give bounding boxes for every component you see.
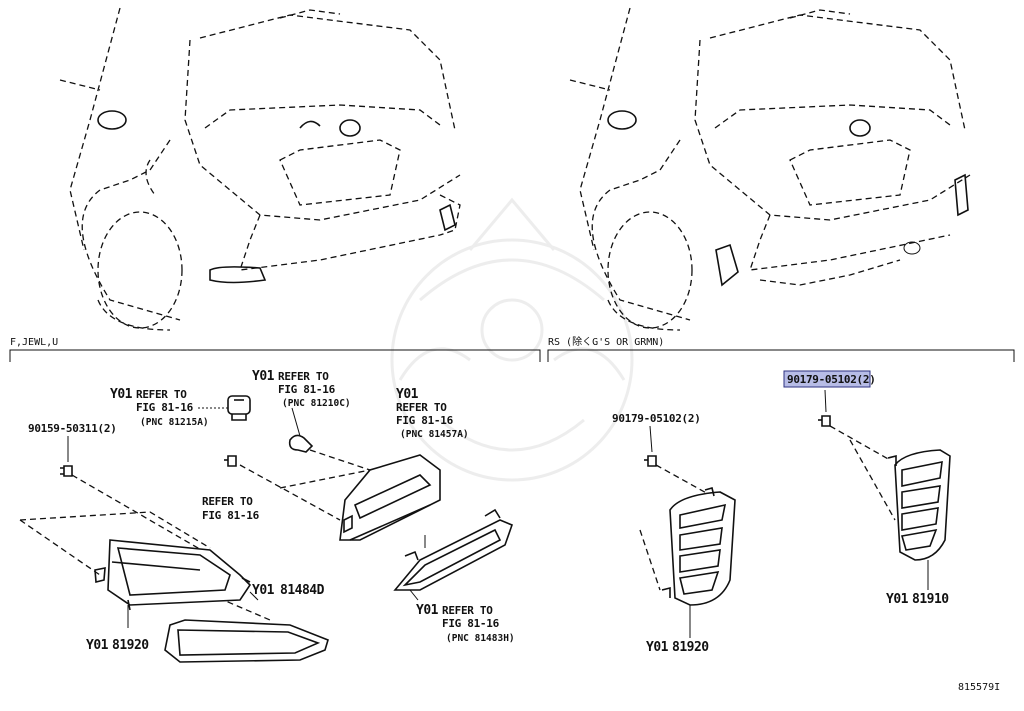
car-illustration-left (59, 7, 461, 331)
reflector-housing-part (339, 454, 441, 541)
section-label-left: F,JEWL,U (10, 337, 58, 348)
assembly-line-1 (71, 474, 211, 556)
callout-y01-b: Y01 (252, 369, 275, 384)
callout-fig-d: FIG 81-16 (202, 509, 260, 522)
assembly-line-2 (19, 519, 101, 576)
callout-refer-b: REFER TO (278, 370, 329, 383)
bulb-part (288, 434, 314, 453)
section-bracket-left (9, 349, 541, 362)
assembly-line-5 (279, 459, 421, 489)
side-vent-part-mid (661, 487, 736, 606)
callout-pnc-a: (PNC 81215A) (140, 417, 209, 428)
part-number-y0181920-left[interactable]: Y01 81920 (86, 638, 150, 653)
part-number-y0181910[interactable]: Y01 81910 (886, 592, 950, 607)
callout-pnc-b: (PNC 81210C) (282, 398, 351, 409)
callout-refer-c: REFER TO (396, 401, 447, 414)
callout-socket[interactable]: Y01 REFER TO FIG 81-16 (PNC 81215A) (110, 387, 209, 428)
part-number-y0181920-right[interactable]: Y01 81920 (646, 640, 710, 655)
callout-y01-c: Y01 (396, 387, 419, 402)
part-number-bolt-mid[interactable]: 90179-05102(2) (612, 412, 701, 425)
bolt-right (818, 415, 831, 427)
figure-number: 815579I (958, 682, 1000, 693)
leader-bezel (409, 589, 419, 601)
part-number-suffix-2: 81920 (112, 638, 149, 653)
part-number-bolt-right: 90179-05102(2) (787, 373, 876, 386)
reflector-lamp-left (94, 539, 252, 611)
callout-reflector-housing[interactable]: Y01 REFER TO FIG 81-16 (PNC 81457A) (396, 387, 469, 440)
part-number-suffix-4: 81910 (912, 592, 949, 607)
lamp-cover-part (164, 619, 329, 663)
leader-bulb (291, 407, 301, 437)
callout-bulb[interactable]: Y01 REFER TO FIG 81-16 (PNC 81210C) (252, 369, 351, 409)
section-bracket-right (547, 349, 1015, 362)
assembly-line-9 (639, 529, 661, 591)
bolt-center (224, 455, 237, 467)
assembly-line-11 (849, 439, 896, 521)
callout-fig-a: FIG 81-16 (136, 401, 194, 414)
bolt-left (60, 465, 73, 477)
callout-fig-e: FIG 81-16 (442, 617, 500, 630)
callout-refer-e: REFER TO (442, 604, 493, 617)
section-label-right: RS (除くG'S OR GRMN) (548, 335, 664, 348)
callout-y01-a: Y01 (110, 387, 133, 402)
callout-bezel[interactable]: Y01 REFER TO FIG 81-16 (PNC 81483H) (416, 603, 515, 644)
callout-fig-b: FIG 81-16 (278, 383, 336, 396)
assembly-line-8 (655, 464, 711, 496)
callout-refer-to-fig[interactable]: REFER TO FIG 81-16 (202, 495, 260, 522)
part-number-bolt-right-highlighted[interactable]: 90179-05102(2) (783, 370, 876, 388)
part-number-bolt-left[interactable]: 90159-50311(2) (28, 422, 117, 435)
callout-fig-c: FIG 81-16 (396, 414, 454, 427)
assembly-line-3 (19, 511, 211, 549)
leader-bolt-mid (649, 425, 653, 453)
callout-pnc-e: (PNC 81483H) (446, 633, 515, 644)
part-y01-prefix-3: Y01 (646, 640, 669, 655)
callout-y01-e: Y01 (416, 603, 439, 618)
callout-pnc-c: (PNC 81457A) (400, 429, 469, 440)
side-vent-part-right (887, 449, 951, 561)
bezel-part (393, 508, 514, 591)
callout-refer-d: REFER TO (202, 495, 253, 508)
assembly-line-10 (829, 425, 891, 461)
part-number-suffix-1: 81484D (280, 583, 325, 598)
assembly-line-4 (239, 464, 341, 521)
assembly-line-6 (309, 449, 371, 471)
car-illustration-right (569, 7, 971, 331)
part-y01-prefix-4: Y01 (886, 592, 909, 607)
bolt-mid (644, 455, 657, 467)
part-y01-prefix-1: Y01 (252, 583, 275, 598)
socket-part (227, 395, 251, 421)
leader-lamp-cover (249, 591, 259, 601)
part-number-suffix-3: 81920 (672, 640, 709, 655)
leader-bolt-right (824, 389, 827, 413)
part-y01-prefix-2: Y01 (86, 638, 109, 653)
callout-refer-a: REFER TO (136, 388, 187, 401)
part-number-y0181484d[interactable]: Y01 81484D (252, 583, 325, 598)
